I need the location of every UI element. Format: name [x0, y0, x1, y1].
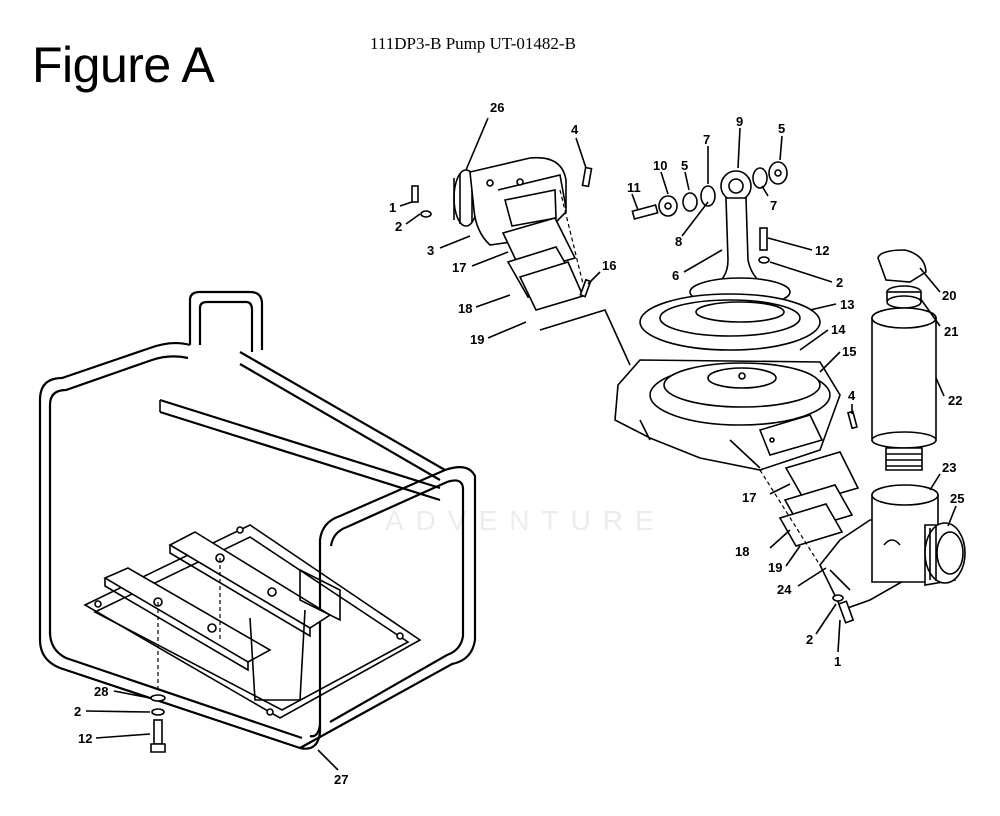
frame-mount-hardware [150, 694, 166, 753]
callout-15: 15 [842, 344, 856, 359]
callout-14: 14 [831, 322, 846, 337]
callout-17: 17 [742, 490, 756, 505]
callout-25: 25 [950, 491, 964, 506]
callout-24: 24 [777, 582, 792, 597]
callout-23: 23 [942, 460, 956, 475]
callout-leaders [85, 117, 957, 771]
callout-12: 12 [78, 731, 92, 746]
connecting-rod-assembly [631, 161, 821, 351]
callout-4: 4 [571, 122, 579, 137]
document-title: 111DP3-B Pump UT-01482-B [370, 34, 576, 53]
callout-19: 19 [768, 560, 782, 575]
callout-4: 4 [848, 388, 856, 403]
callout-2: 2 [395, 219, 402, 234]
callout-2: 2 [836, 275, 843, 290]
pump-head-upper [411, 156, 631, 366]
callout-2: 2 [74, 704, 81, 719]
callout-7: 7 [770, 198, 777, 213]
callout-5: 5 [778, 121, 785, 136]
callout-3: 3 [427, 243, 434, 258]
callout-10: 10 [653, 158, 667, 173]
watermark: ADVENTURE [385, 505, 666, 536]
callout-labels: 26 4 1 2 3 17 16 18 19 9 7 5 10 5 11 7 8… [74, 100, 964, 787]
callout-6: 6 [672, 268, 679, 283]
callout-7: 7 [703, 132, 710, 147]
callout-12: 12 [815, 243, 829, 258]
callout-21: 21 [944, 324, 958, 339]
callout-13: 13 [840, 297, 854, 312]
callout-5: 5 [681, 158, 688, 173]
callout-16: 16 [602, 258, 616, 273]
figure-title: Figure A [32, 37, 215, 93]
callout-8: 8 [675, 234, 682, 249]
callout-18: 18 [458, 301, 472, 316]
callout-20: 20 [942, 288, 956, 303]
callout-18: 18 [735, 544, 749, 559]
callout-11: 11 [627, 180, 641, 195]
callout-17: 17 [452, 260, 466, 275]
callout-22: 22 [948, 393, 962, 408]
callout-9: 9 [736, 114, 743, 129]
suction-assembly [871, 249, 966, 586]
callout-2: 2 [806, 632, 813, 647]
callout-1: 1 [834, 654, 841, 669]
callout-19: 19 [470, 332, 484, 347]
frame-drawing [38, 290, 477, 750]
pump-body [614, 359, 858, 471]
callout-1: 1 [389, 200, 396, 215]
callout-27: 27 [334, 772, 348, 787]
callout-28: 28 [94, 684, 108, 699]
callout-26: 26 [490, 100, 504, 115]
